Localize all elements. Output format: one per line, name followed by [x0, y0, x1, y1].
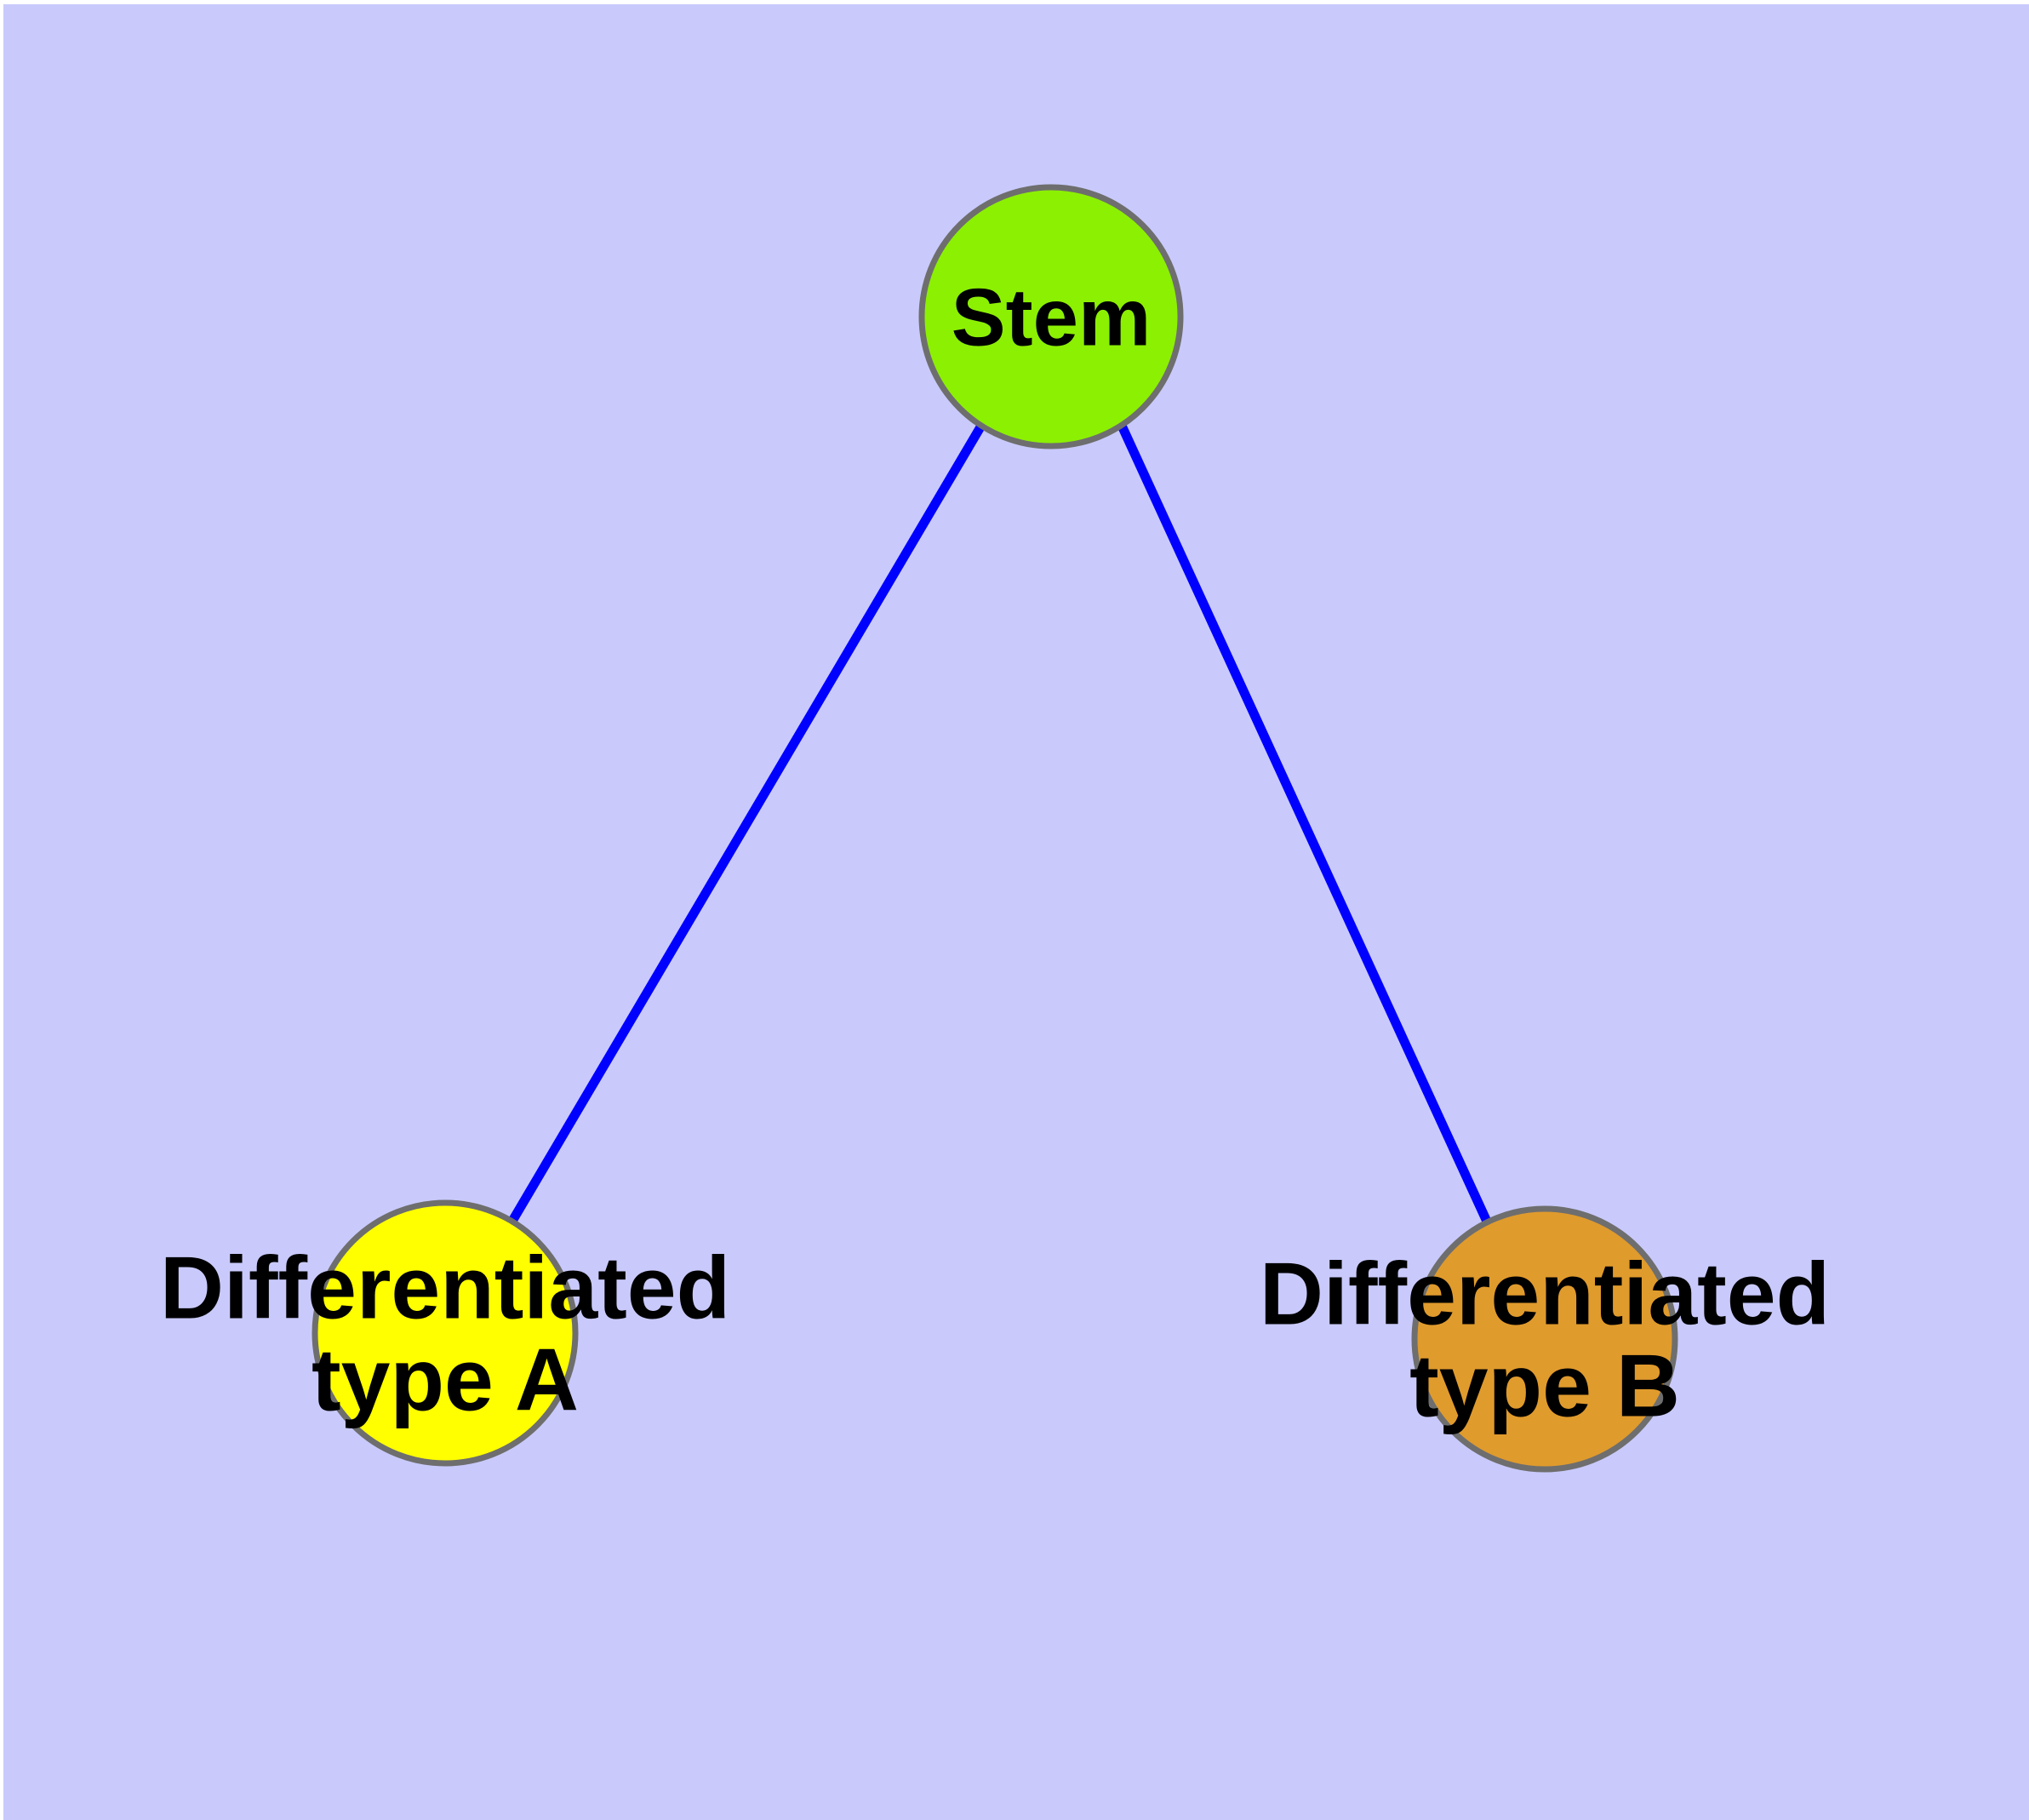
edge-stem-to-differentiated-type-a[interactable]	[507, 423, 986, 1225]
node-circle-stem[interactable]	[918, 184, 1184, 449]
node-label-line: Stem	[952, 272, 1152, 363]
node-label-line: type B	[1409, 1336, 1680, 1435]
node-layer	[311, 184, 1678, 1473]
node-circle-differentiated-type-a[interactable]	[311, 1199, 579, 1467]
node-label-line: Differentiated	[160, 1239, 730, 1337]
edge-stem-to-differentiated-type-b[interactable]	[1117, 423, 1492, 1226]
node-label-stem: Stem	[952, 272, 1152, 363]
edge-layer	[507, 423, 1492, 1226]
node-label-line: type A	[311, 1331, 579, 1429]
node-label-line: Differentiated	[1260, 1245, 1830, 1343]
node-circle-differentiated-type-b[interactable]	[1411, 1205, 1678, 1473]
